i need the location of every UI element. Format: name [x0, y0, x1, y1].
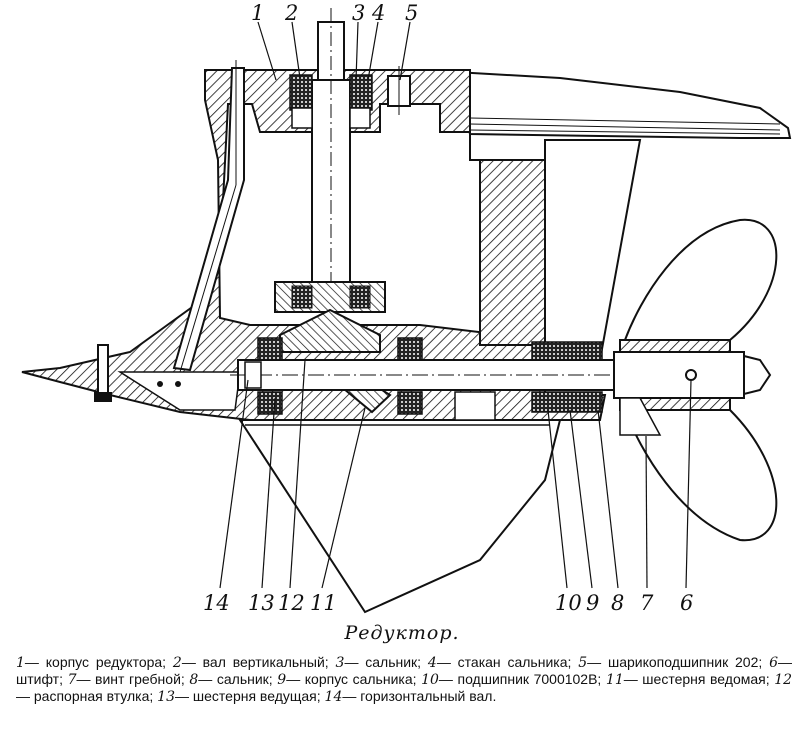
figure-caption: Редуктор. — [344, 622, 460, 644]
label-6: 6 — [680, 591, 693, 615]
legend-item: 11— шестерня ведомая; — [605, 671, 770, 688]
legend-item: 5— шарикоподшипник 202; — [578, 654, 763, 671]
horizontal-shaft — [230, 359, 770, 391]
legend-item: 6— штифт; — [16, 654, 793, 687]
label-8: 8 — [611, 591, 624, 615]
legend-item: 13— шестерня ведущая; — [157, 688, 321, 705]
propeller — [613, 218, 778, 542]
legend-item: 14— горизонтальный вал. — [324, 688, 497, 705]
label-1: 1 — [251, 1, 264, 25]
legend-item: 7— винт гребной; — [67, 671, 185, 688]
gearbox-drawing: 1 2 3 4 5 14 13 12 11 10 9 8 7 6 — [21, 1, 792, 615]
cavitation-plate — [453, 70, 792, 161]
label-9: 9 — [586, 591, 599, 615]
leader-lines — [219, 21, 692, 589]
vertical-shaft — [289, 8, 411, 300]
label-13: 13 — [248, 591, 275, 615]
legend-item: 2— вал вертикальный; — [172, 654, 329, 671]
legend-item: 9— корпус сальника; — [277, 671, 417, 688]
legend-item: 10— подшипник 7000102В; — [421, 671, 602, 688]
legend-item: 1— корпус редуктора; — [16, 654, 167, 671]
legend-item: 4— стакан сальника; — [427, 654, 572, 671]
label-4: 4 — [371, 1, 385, 25]
legend: 1— корпус редуктора; 2— вал вертикальный… — [16, 654, 792, 705]
label-14: 14 — [203, 591, 230, 615]
label-12: 12 — [278, 591, 305, 615]
label-10: 10 — [555, 591, 582, 615]
label-3: 3 — [352, 1, 365, 25]
label-2: 2 — [284, 1, 298, 25]
legend-item: 8— сальник; — [189, 671, 273, 688]
label-11: 11 — [310, 591, 337, 615]
legend-item: 3— сальник; — [335, 654, 422, 671]
label-7: 7 — [640, 591, 654, 615]
legend-item: 12— распорная втулка; — [16, 672, 793, 704]
label-5: 5 — [405, 1, 418, 25]
